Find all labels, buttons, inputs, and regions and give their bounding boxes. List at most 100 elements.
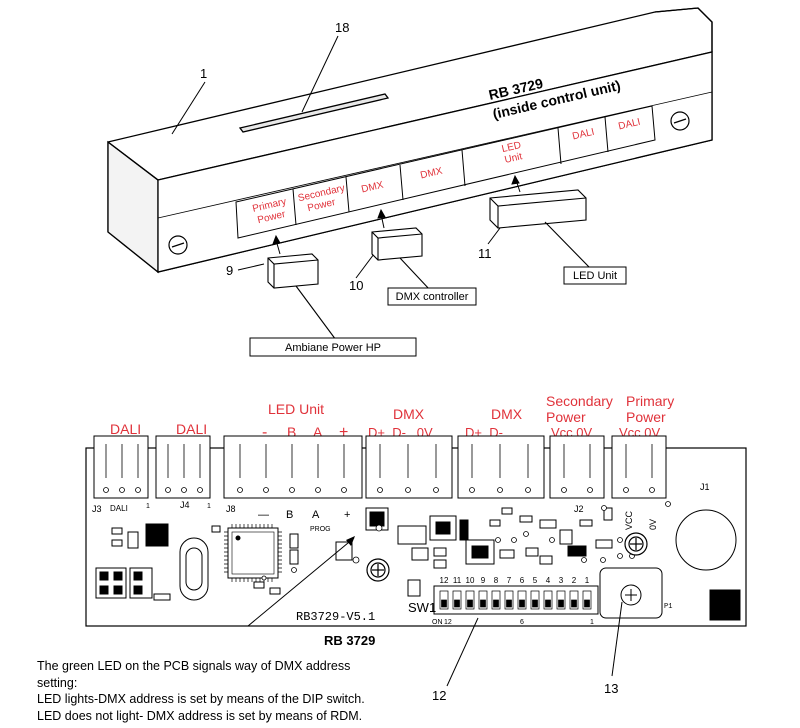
- dip-number: 7: [507, 576, 512, 585]
- silk-label: 1: [207, 503, 211, 510]
- pcb-title: RB 3729: [324, 633, 375, 648]
- leader-lines: [171, 35, 507, 279]
- pcb-header-labels: DALI DALI LED Unit - B A + DMX D+ D- 0V …: [110, 393, 674, 441]
- svg-text:12: 12: [444, 619, 452, 626]
- silk-label: J3: [92, 504, 102, 514]
- dip-toggle-knob: [480, 599, 486, 608]
- dip-toggle-knob: [441, 599, 447, 608]
- dip-number: 3: [559, 576, 564, 585]
- dmx-controller-label: DMX controller: [396, 291, 469, 303]
- svg-text:6: 6: [520, 619, 524, 626]
- secondary-power-header: Power: [546, 409, 586, 425]
- potentiometer: [599, 567, 663, 619]
- silk-label: J1: [700, 482, 710, 492]
- pcb-vias: [261, 501, 671, 581]
- crystal-oscillator: [179, 537, 209, 601]
- dip-toggle-knob: [532, 599, 538, 608]
- led-pin-minus: -: [262, 424, 267, 441]
- callout-label: 18: [335, 20, 349, 35]
- dip-toggle-knob: [545, 599, 551, 608]
- dip-number: 4: [546, 576, 551, 585]
- callout-label: 1: [200, 66, 207, 81]
- dip-toggle-knob: [493, 599, 499, 608]
- primary-power-header: Primary: [626, 393, 674, 409]
- dmx-header: DMX: [393, 406, 425, 422]
- port-label: DMX: [419, 166, 443, 182]
- screw-icon: [168, 111, 690, 255]
- dmx-header: DMX: [491, 406, 523, 422]
- led-pin-b: B: [287, 424, 296, 440]
- note-line: setting:: [37, 675, 78, 690]
- dip-number: 12: [440, 576, 449, 585]
- led-unit-header: LED Unit: [268, 401, 324, 417]
- electrolytic-capacitor: [675, 509, 737, 571]
- dip-toggle-knob: [558, 599, 564, 608]
- callout-label: 12: [432, 688, 446, 703]
- note-line: The green LED on the PCB signals way of …: [37, 659, 351, 673]
- dip-toggle-knob: [519, 599, 525, 608]
- dmx-controller-box: [387, 287, 477, 306]
- dip-number: 2: [572, 576, 577, 585]
- pcb-components: [95, 507, 741, 621]
- callout-label: 9: [226, 263, 233, 278]
- pcb-version: RB3729-V5.1: [296, 610, 375, 624]
- led-unit-box: [563, 266, 627, 285]
- svg-text:P1: P1: [664, 603, 672, 611]
- port-label: LED: [501, 140, 522, 155]
- dip-toggle-knob: [506, 599, 512, 608]
- svg-text:—: —: [258, 509, 269, 521]
- dip-toggle-knob: [467, 599, 473, 608]
- silk-label: J4: [180, 500, 190, 510]
- label-boxes: Ambiane Power HP DMX controller LED Unit: [249, 266, 627, 357]
- svg-text:VCC: VCC: [624, 510, 634, 530]
- svg-text:1: 1: [590, 619, 594, 626]
- arrows: [272, 174, 521, 255]
- callout-label: 10: [349, 278, 363, 293]
- sw1-label: SW1: [408, 600, 436, 615]
- dip-number: 6: [520, 576, 525, 585]
- callout-label: 11: [478, 246, 492, 261]
- dip-toggle-knob: [584, 599, 590, 608]
- ambiane-power-label: Ambiane Power HP: [285, 342, 381, 354]
- callout-label: 13: [604, 681, 618, 696]
- dip-number: 10: [466, 576, 475, 585]
- dip-number: 1: [585, 576, 590, 585]
- svg-text:A: A: [312, 509, 320, 521]
- microcontroller-chip: [227, 527, 279, 579]
- plug-blocks: [267, 189, 587, 289]
- connector-pins: [105, 444, 653, 478]
- dip-number: 11: [453, 576, 462, 585]
- dali-header: DALI: [176, 421, 207, 437]
- dip-toggle-knob: [571, 599, 577, 608]
- svg-text:ON: ON: [432, 619, 443, 626]
- port-label: DALI: [571, 127, 595, 143]
- dip-switch: [433, 585, 599, 615]
- note-line: LED does not light- DMX address is set b…: [37, 708, 363, 723]
- svg-text:PROG: PROG: [310, 526, 331, 533]
- led-note: The green LED on the PCB signals way of …: [37, 658, 457, 724]
- port-label: DMX: [360, 180, 384, 196]
- dip-switch-labels: ON 12 6 1: [432, 619, 594, 626]
- dip-toggle-knob: [454, 599, 460, 608]
- dip-number: 8: [494, 576, 499, 585]
- port-label: DALI: [617, 117, 641, 133]
- callouts-top: 18 1 9 10 11: [200, 20, 492, 293]
- board-vcc-labels: VCC 0V: [624, 510, 658, 530]
- silk-label: J8: [226, 504, 236, 514]
- dip-number: 9: [481, 576, 486, 585]
- silkscreen-labels: J3 DALI 1 J4 1 J8 J2 J1: [92, 482, 710, 514]
- led-unit-label: LED Unit: [573, 270, 617, 282]
- led-pointer-line: [247, 537, 355, 627]
- led-pin-a: A: [313, 424, 323, 440]
- port-labels: Primary Power Secondary Power DMX DMX LE…: [251, 117, 641, 226]
- svg-text:+: +: [344, 509, 350, 521]
- note-line: LED lights-DMX address is set by means o…: [37, 692, 365, 706]
- primary-power-header: Power: [626, 409, 666, 425]
- screw-icon: [366, 532, 648, 582]
- prog-labels: — B A PROG +: [258, 509, 350, 533]
- ambiane-power-box: [249, 337, 417, 357]
- led-pin-plus: +: [339, 424, 348, 441]
- port-strip: [235, 105, 656, 239]
